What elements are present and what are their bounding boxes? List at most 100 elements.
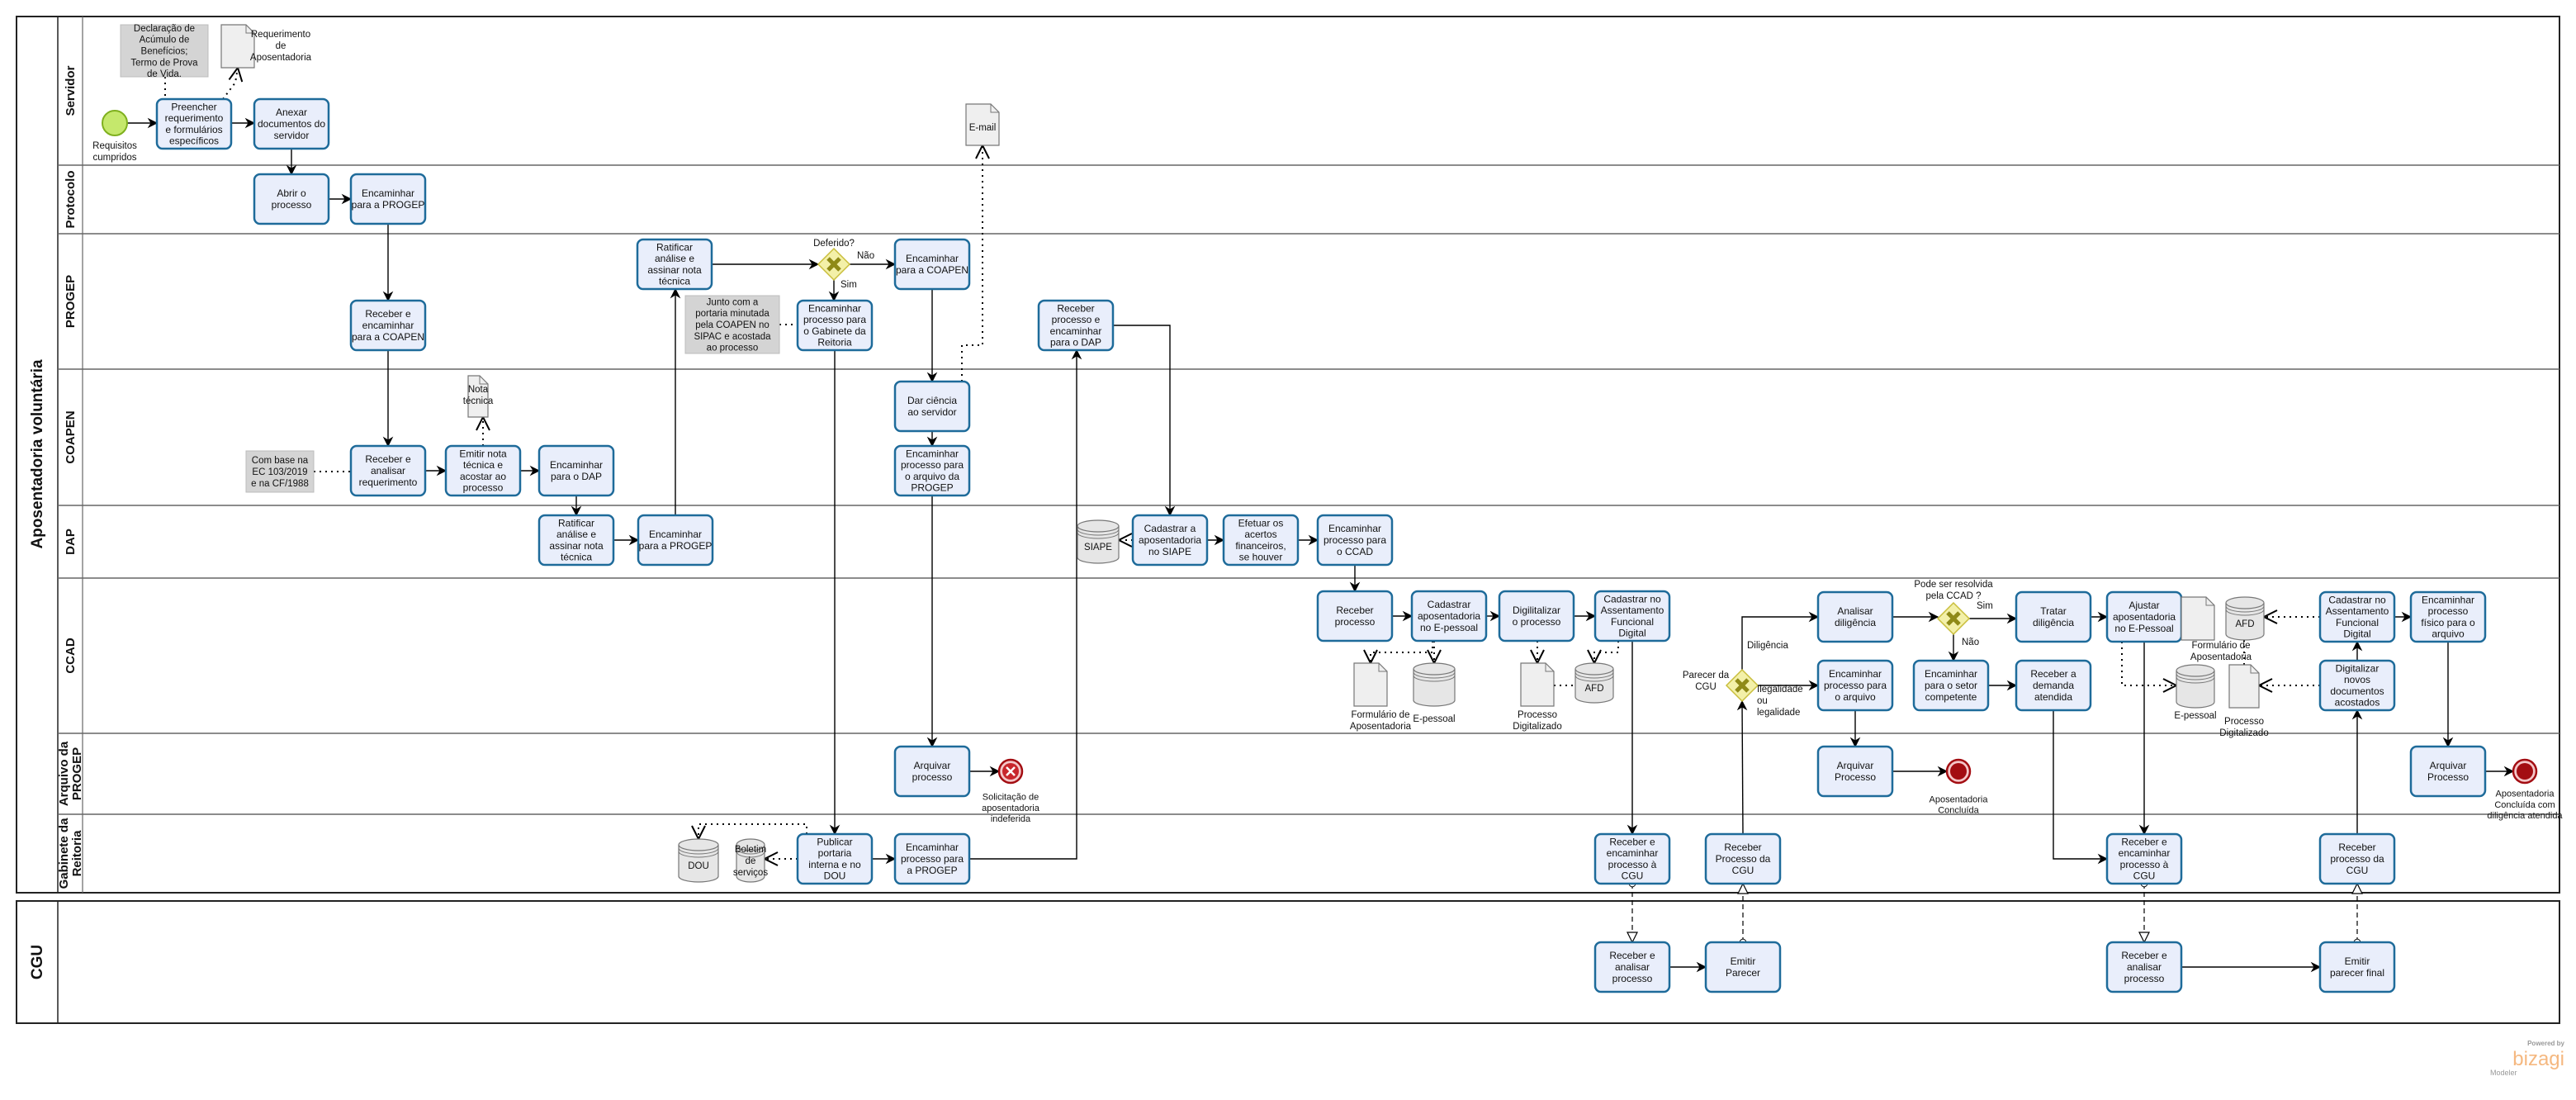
lanes: ServidorProtocoloPROGEPCOAPENDAPCCADArqu… — [57, 65, 2559, 889]
flow-label: Sim — [841, 280, 857, 290]
logo-name: bizagi — [2512, 1048, 2564, 1070]
x-icon — [1946, 611, 1961, 626]
data-store-label: E-pessoal — [1413, 714, 1455, 724]
document-icon: E-mail — [965, 103, 1000, 146]
data-store-label: AFD — [1585, 684, 1604, 694]
lane-protocolo: Protocolo — [58, 164, 2559, 229]
sequence-flow — [969, 348, 1082, 860]
lane-coapen: COAPEN — [58, 368, 2559, 464]
lane-dap: DAP — [58, 505, 2559, 555]
data-store-icon: E-pessoal — [2174, 664, 2217, 721]
data-store-label: DOU — [688, 861, 709, 871]
logo-product: Modeler — [2490, 1069, 2517, 1077]
bizagi-logo: Powered by bizagi Modeler — [2490, 1040, 2565, 1077]
association — [698, 823, 807, 839]
flow-label: Sim — [841, 280, 857, 290]
gateway-deferido[interactable]: Deferido? — [813, 239, 855, 282]
gateway-label: Deferido? — [813, 239, 855, 249]
pool-main: Aposentadoria voluntária — [16, 16, 2560, 894]
flow-label: Não — [857, 251, 874, 261]
lane-ccad: CCAD — [58, 577, 2559, 674]
flow-label: Diligência — [1747, 641, 1788, 651]
flow-label: Não — [857, 251, 874, 261]
